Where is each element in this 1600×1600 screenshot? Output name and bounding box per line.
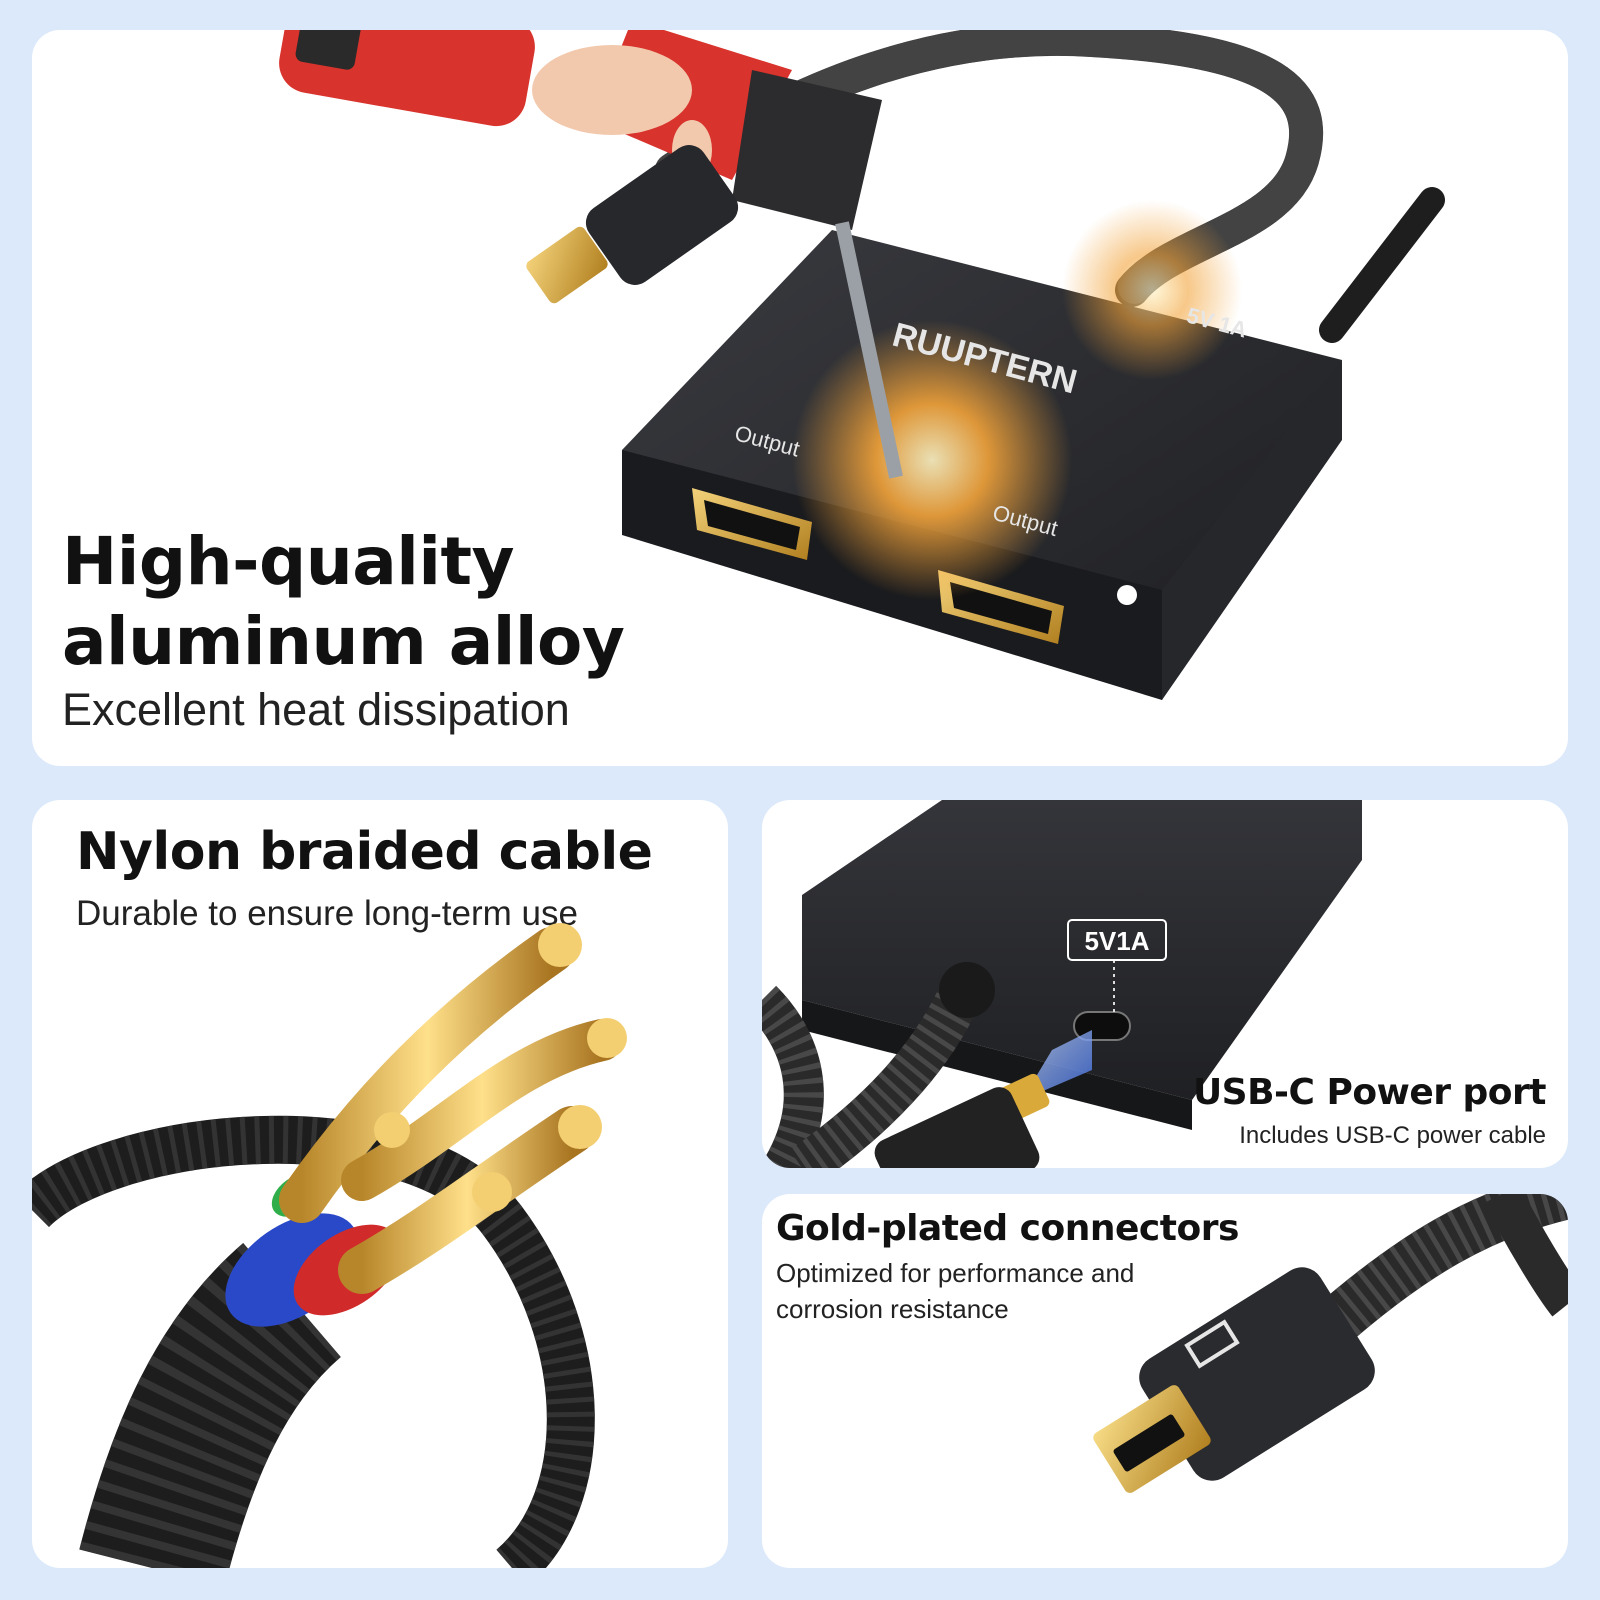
shine-spark [1117, 585, 1137, 605]
hand [532, 45, 692, 135]
nylon-subtitle: Durable to ensure long-term use [76, 894, 578, 933]
cable-illustration [32, 923, 627, 1568]
hero-title-line1: High-quality [62, 523, 515, 600]
gold-subtitle-line1: Optimized for performance and [776, 1258, 1135, 1288]
hero-panel: RUUPTERN Output Output 5V 1A High-qualit… [32, 30, 1568, 766]
hero-title-line2: aluminum alloy [62, 603, 625, 680]
power-badge-text: 5V1A [1084, 926, 1149, 956]
nylon-title: Nylon braided cable [76, 822, 653, 882]
copper-strands-1 [279, 927, 575, 1223]
usbc-title: USB-C Power port [1192, 1072, 1547, 1113]
copper-strands-3 [338, 1106, 596, 1294]
gold-title: Gold-plated connectors [776, 1208, 1239, 1249]
copper-strands-2 [341, 1019, 623, 1201]
power-cable [1319, 187, 1445, 343]
hero-illustration: RUUPTERN Output Output 5V 1A [279, 30, 1445, 700]
braided-cable-a [1305, 1194, 1568, 1353]
displayport-icon [1184, 1319, 1240, 1369]
minidp-connector [585, 145, 739, 285]
usbc-panel: 5V1A USB-C Power port Includes USB-C pow… [762, 800, 1568, 1168]
braided-cable-b [1484, 1194, 1568, 1317]
drill-bit [835, 221, 903, 479]
usbc-illustration: 5V1A [762, 800, 1362, 1168]
hero-subtitle: Excellent heat dissipation [62, 684, 570, 735]
gold-panel: Gold-plated connectors Optimized for per… [762, 1194, 1568, 1568]
power-badge [1067, 919, 1167, 961]
connector-illustration [1093, 1194, 1568, 1493]
drill-body [279, 30, 535, 127]
nylon-panel: Nylon braided cable Durable to ensure lo… [32, 800, 728, 1568]
usbc-subtitle: Includes USB-C power cable [1239, 1122, 1546, 1149]
gold-subtitle-line2: corrosion resistance [776, 1294, 1009, 1324]
